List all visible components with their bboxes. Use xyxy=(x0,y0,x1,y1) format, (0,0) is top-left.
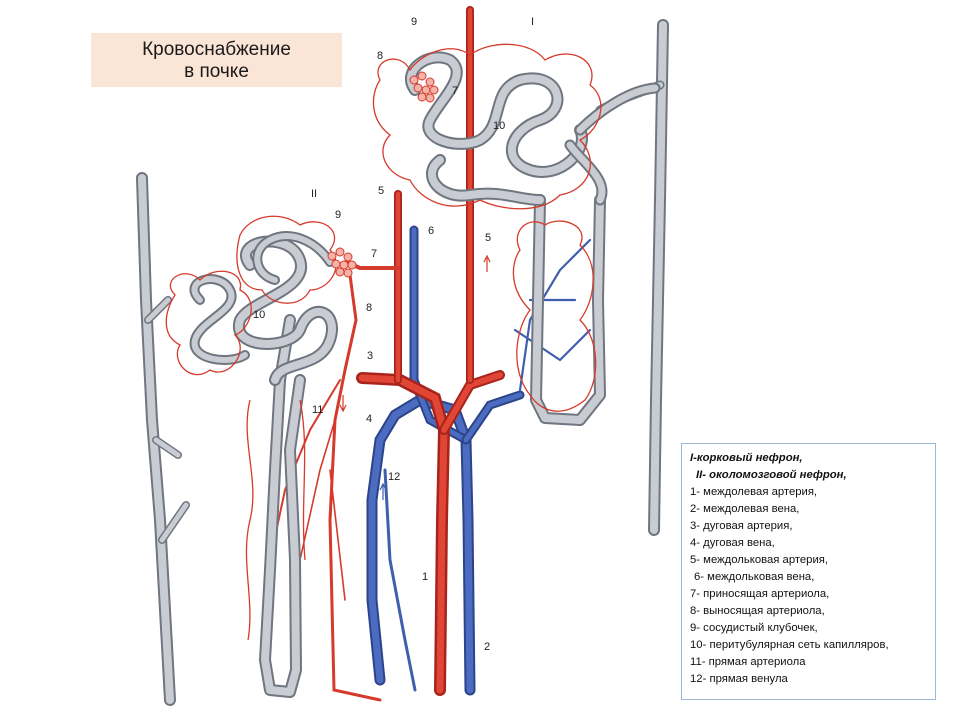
label-8-juxta: 8 xyxy=(366,302,372,314)
label-i: I xyxy=(531,16,534,28)
label-9-cortical: 9 xyxy=(411,16,417,28)
label-11: 11 xyxy=(312,404,323,416)
label-1: 1 xyxy=(422,571,428,583)
label-5-right: 5 xyxy=(485,232,491,244)
label-4: 4 xyxy=(366,413,372,425)
legend-box: I-корковый нефрон, II- околомозговой неф… xyxy=(681,443,936,700)
interlobar-vein xyxy=(366,394,476,696)
title-line-2: в почке xyxy=(184,61,249,82)
label-3: 3 xyxy=(367,350,373,362)
legend-juxtamedullary-nephron: II- околомозговой нефрон, xyxy=(696,469,847,481)
label-8-cortical: 8 xyxy=(377,50,383,62)
glomerulus-cortical xyxy=(409,71,439,103)
label-7-juxta: 7 xyxy=(371,248,377,260)
legend-item: 11- прямая артериола xyxy=(690,656,806,668)
cortical-loop xyxy=(530,194,606,426)
glomerulus-juxtamedullary xyxy=(327,247,357,278)
nephron-tubules xyxy=(189,51,661,698)
label-10-cortical: 10 xyxy=(493,120,505,132)
legend-item: 8- выносящая артериола, xyxy=(690,605,825,617)
collecting-duct-left xyxy=(136,172,190,706)
title-box: Кровоснабжение в почке xyxy=(91,33,342,87)
peritubular-capillaries xyxy=(165,43,602,641)
label-6: 6 xyxy=(428,225,434,237)
legend-cortical-nephron: I-корковый нефрон, xyxy=(690,452,803,464)
label-12: 12 xyxy=(388,471,400,483)
label-9-juxta: 9 xyxy=(335,209,341,221)
label-7-cortical: 7 xyxy=(452,85,458,97)
legend-item: 1- междолевая артерия, xyxy=(690,486,818,498)
legend-item: 5- междольковая артерия, xyxy=(690,554,829,566)
legend-item: 12- прямая венула xyxy=(690,673,788,685)
veins xyxy=(366,225,592,696)
title-line-1: Кровоснабжение xyxy=(142,39,291,60)
vasa-recta-venule xyxy=(383,468,417,692)
label-10-juxta: 10 xyxy=(253,309,265,321)
legend-item: 7- приносящая артериола, xyxy=(690,588,830,600)
legend-item: 9- сосудистый клубочек, xyxy=(690,622,818,634)
label-5-left: 5 xyxy=(378,185,384,197)
label-2: 2 xyxy=(484,641,490,653)
legend-item: 4- дуговая вена, xyxy=(690,537,775,549)
legend-item: 3- дуговая артерия, xyxy=(690,520,793,532)
legend-item: 6- междольковая вена, xyxy=(694,571,815,583)
label-ii: II xyxy=(311,188,317,200)
number-labels: I II 9 8 7 10 5 9 6 5 7 8 10 3 4 11 12 1… xyxy=(253,16,534,653)
legend-item: 2- междолевая вена, xyxy=(690,503,800,515)
legend-item: 10- перитубулярная сеть капилляров, xyxy=(690,639,889,651)
flow-arrows xyxy=(339,254,491,500)
